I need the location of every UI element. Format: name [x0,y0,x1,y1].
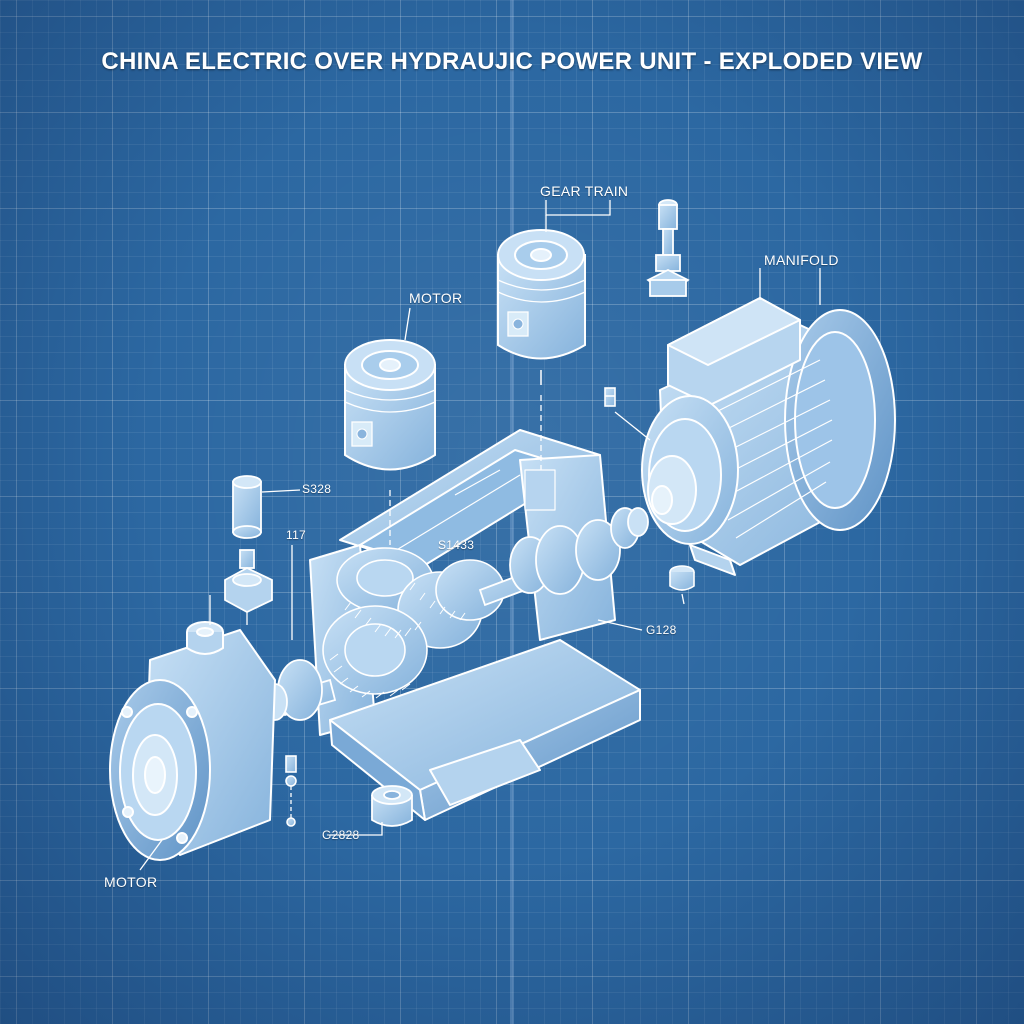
bushing [371,785,413,827]
electric-motor-right [641,297,896,576]
label-motor-top: MOTOR [409,290,463,306]
label-part-g128: G128 [646,623,677,637]
piston-lower [344,339,436,471]
small-bolt-top [604,387,616,407]
label-part-117: 117 [286,528,307,542]
hex-fitting [224,549,273,614]
filter-cartridge [232,475,262,539]
plug-fitting [669,565,695,591]
hydraulic-pump-left [109,621,276,861]
relief-valve [646,199,690,297]
label-motor-bottom: MOTOR [104,874,158,890]
label-gear-train: GEAR TRAIN [540,183,629,199]
label-manifold: MANIFOLD [764,252,839,268]
gear-cluster [322,547,505,699]
label-part-s328: S328 [302,482,332,496]
label-part-s1433: S1433 [438,538,475,552]
small-bolt-bottom [285,755,297,827]
piston-upper [497,229,586,385]
label-part-g2828: G2828 [322,828,360,842]
diagram-title: CHINA ELECTRIC OVER HYDRAUJIC POWER UNIT… [101,48,923,75]
leader-lines [139,200,821,871]
shaft-assembly [262,507,649,721]
